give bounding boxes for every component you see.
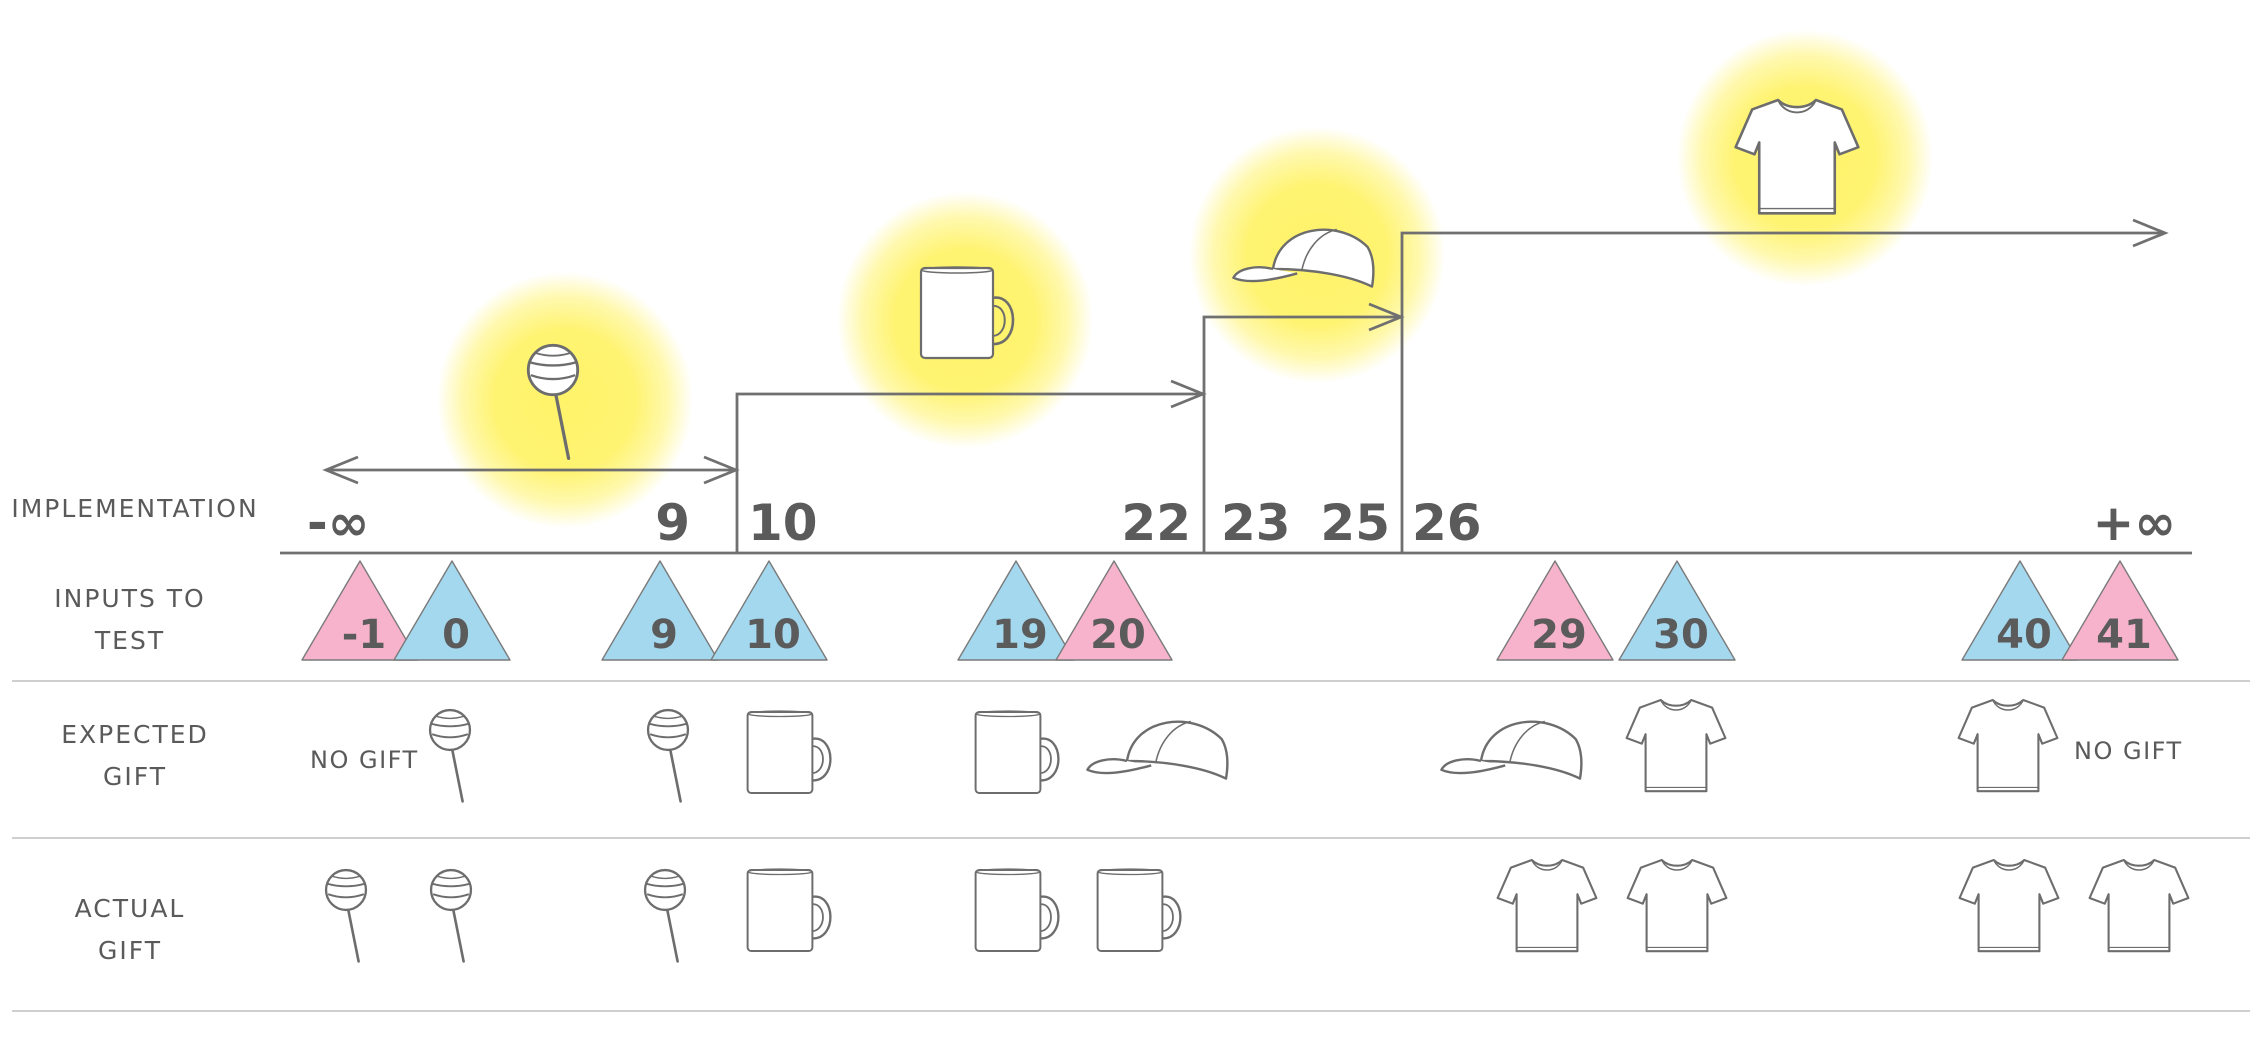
tshirt-icon: [2088, 858, 2190, 953]
range-step-tshirt: [1400, 231, 2165, 553]
test-input-value: 29: [1531, 612, 1587, 658]
test-input-value: 10: [745, 612, 801, 658]
test-input-30: 30: [1618, 560, 1736, 661]
lollipop-icon: [324, 868, 368, 963]
tshirt-icon: [1734, 98, 1860, 215]
tshirt-icon: [1957, 698, 2059, 793]
implementation-bound-label: -∞: [307, 494, 369, 552]
test-input-value: 19: [992, 612, 1048, 658]
implementation-bound-label: 9: [655, 494, 690, 552]
test-input-19: 19: [957, 560, 1075, 661]
test-input--1: -1: [301, 560, 419, 661]
test-input-triangle: [301, 560, 419, 661]
divider-expected-actual: [12, 837, 2250, 839]
test-input-0: 0: [393, 560, 511, 661]
cap-icon: [1232, 228, 1375, 288]
lollipop-icon: [526, 343, 580, 461]
test-input-triangle: [601, 560, 719, 661]
tshirt-icon: [1958, 858, 2060, 953]
lollipop-icon: [429, 868, 473, 963]
test-input-triangle: [1618, 560, 1736, 661]
divider-bottom: [12, 1010, 2250, 1012]
implementation-bound-label: +∞: [2092, 494, 2176, 552]
test-input-triangle: [1496, 560, 1614, 661]
cap-icon: [1440, 720, 1583, 780]
tshirt-icon: [1625, 698, 1727, 793]
test-input-triangle: [2061, 560, 2179, 661]
test-input-29: 29: [1496, 560, 1614, 661]
tshirt-icon: [1626, 858, 1728, 953]
expected-label-line1: EXPECTED: [61, 720, 209, 749]
test-input-triangle: [1961, 560, 2079, 661]
implementation-bound-label: 10: [748, 494, 818, 552]
divider-inputs-expected: [12, 680, 2250, 682]
range-arrow-left-head: [322, 455, 359, 485]
lollipop-icon: [646, 708, 690, 803]
range-step-tshirt-head: [2132, 218, 2169, 248]
lollipop-icon: [643, 868, 687, 963]
mug-icon: [974, 710, 1060, 794]
actual-label-line2: GIFT: [98, 936, 162, 965]
inputs-label-line1: INPUTS TO: [54, 584, 206, 613]
highlight-glow-lollipop: [437, 272, 693, 528]
no-gift-label-low: NO GIFT: [310, 746, 419, 774]
test-input-value: 40: [1996, 612, 2052, 658]
implementation-label: IMPLEMENTATION: [11, 494, 259, 523]
row-label-inputs: INPUTS TO TEST: [0, 578, 260, 662]
implementation-bound-label: 26: [1412, 494, 1482, 552]
implementation-bound-label: 22: [1121, 494, 1191, 552]
range-step-cap: [1202, 315, 1401, 553]
test-input-triangle: [710, 560, 828, 661]
test-input-value: -1: [342, 612, 386, 658]
test-input-40: 40: [1961, 560, 2079, 661]
no-gift-label-high: NO GIFT: [2074, 737, 2183, 765]
mug-icon: [746, 710, 832, 794]
test-input-10: 10: [710, 560, 828, 661]
test-input-9: 9: [601, 560, 719, 661]
test-input-41: 41: [2061, 560, 2179, 661]
implementation-bound-label: 23: [1221, 494, 1291, 552]
test-input-20: 20: [1055, 560, 1173, 661]
lollipop-icon: [428, 708, 472, 803]
actual-label-line1: ACTUAL: [74, 894, 186, 923]
test-input-value: 41: [2096, 612, 2152, 658]
implementation-bound-label: 25: [1320, 494, 1390, 552]
range-step-mug: [735, 392, 1203, 553]
test-input-value: 20: [1090, 612, 1146, 658]
mug-icon: [1096, 868, 1182, 952]
mug-icon: [974, 868, 1060, 952]
test-input-triangle: [1055, 560, 1173, 661]
mug-icon: [919, 266, 1015, 360]
test-input-value: 9: [650, 612, 678, 658]
test-input-triangle: [393, 560, 511, 661]
test-input-value: 30: [1653, 612, 1709, 658]
expected-label-line2: GIFT: [103, 762, 167, 791]
tshirt-icon: [1496, 858, 1598, 953]
row-label-expected: EXPECTED GIFT: [10, 714, 260, 798]
cap-icon: [1086, 720, 1229, 780]
row-label-implementation: IMPLEMENTATION: [10, 488, 260, 530]
mug-icon: [746, 868, 832, 952]
inputs-label-line2: TEST: [94, 626, 166, 655]
test-input-triangle: [957, 560, 1075, 661]
row-label-actual: ACTUAL GIFT: [5, 888, 255, 972]
test-input-value: 0: [442, 612, 470, 658]
